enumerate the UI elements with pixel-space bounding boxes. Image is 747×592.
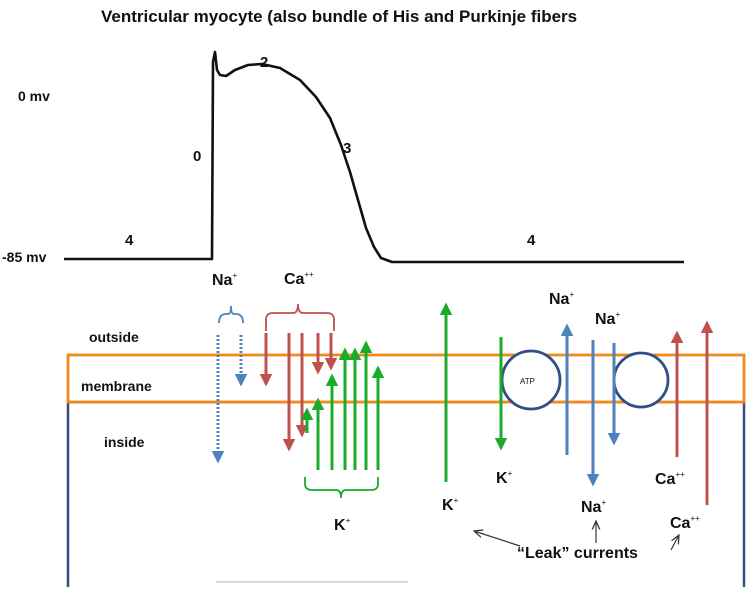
k-pump-label: K+ <box>496 469 513 487</box>
rest-mv-label: -85 mv <box>2 249 47 265</box>
na-pump-label: Na+ <box>549 290 574 308</box>
cell-interior <box>66 400 746 592</box>
phase-0-label: 0 <box>193 148 201 165</box>
phase-2-label: 2 <box>260 54 268 71</box>
k-bottom-label: K+ <box>334 516 351 534</box>
na-top-label: Na+ <box>212 271 237 289</box>
membrane-label: membrane <box>81 378 152 394</box>
zero-mv-label: 0 mv <box>18 88 50 104</box>
na-right-label: Na+ <box>595 310 620 328</box>
exchanger <box>612 351 670 409</box>
inside-label: inside <box>104 434 145 450</box>
leak-pointer-k <box>474 531 521 547</box>
ca-bracket <box>265 303 335 331</box>
leak-pointer-ca <box>670 535 679 551</box>
ca-exchanger-label: Ca++ <box>655 470 685 488</box>
ca-top-label: Ca++ <box>284 270 314 288</box>
phase-3-label: 3 <box>343 140 351 157</box>
ca-leak-label: Ca++ <box>670 514 700 532</box>
action-potential-trace <box>64 50 684 264</box>
k-center-label: K+ <box>442 496 459 514</box>
phase-4-left-label: 4 <box>125 232 134 249</box>
phase-4-right-label: 4 <box>527 232 536 249</box>
outside-label: outside <box>89 329 139 345</box>
leak-currents-label: “Leak” currents <box>517 545 638 562</box>
title: Ventricular myocyte (also bundle of His … <box>101 7 577 26</box>
k-bracket <box>304 477 379 499</box>
atp-label: ATP <box>520 377 535 386</box>
na-leak-label: Na+ <box>581 498 606 516</box>
na-bracket <box>218 305 244 324</box>
